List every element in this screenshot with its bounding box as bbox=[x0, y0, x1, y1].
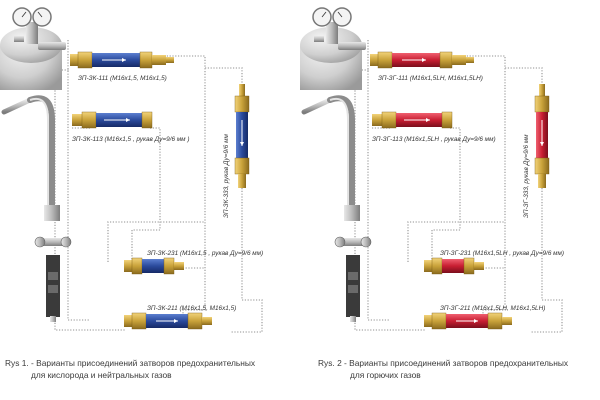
figure-2-fuel-gas: ЗП-ЗГ-111 (М16х1,5LH, М16х1,5LH) ЗП-ЗГ-1… bbox=[300, 0, 600, 345]
caption-line-2: для горючих газов bbox=[350, 370, 421, 380]
welding-torch bbox=[301, 95, 372, 322]
caption-line-1: Rys. 2 - Варианты присоединений затворов… bbox=[318, 358, 569, 368]
figure-2-diagram: ЗП-ЗГ-111 (М16х1,5LH, М16х1,5LH) ЗП-ЗГ-1… bbox=[300, 7, 564, 333]
flashback-arrestor-113 bbox=[72, 111, 153, 129]
label-valve-211: ЗП-ЗГ-211 (М16х1,5LH, М16х1,5LH) bbox=[440, 305, 545, 312]
caption-line-2: для кислорода и нейтральных газов bbox=[31, 370, 172, 380]
label-valve-111: ЗП-ЗК-111 (М16х1,5, М16х1,5) bbox=[78, 75, 167, 82]
valve-knob-icon bbox=[34, 236, 46, 248]
figure-1-oxygen: ЗП-ЗК-111 (М16х1,5, М16х1,5) ЗП-ЗК-113 (… bbox=[0, 0, 300, 345]
label-valve-211: ЗП-ЗК-211 (М16х1,5, М16х1,5) bbox=[147, 305, 236, 312]
valve-knob-icon bbox=[60, 236, 72, 248]
figure-2-caption: Rys. 2 - Варианты присоединений затворов… bbox=[318, 357, 598, 381]
flashback-arrestor-111 bbox=[70, 51, 174, 69]
pressure-regulator bbox=[12, 7, 66, 50]
flashback-arrestor-211 bbox=[424, 312, 512, 330]
flashback-arrestor-211 bbox=[124, 312, 212, 330]
flashback-arrestor-113 bbox=[372, 111, 453, 129]
flashback-arrestor-333 bbox=[534, 84, 550, 188]
pressure-regulator bbox=[312, 7, 366, 50]
valve-knob-icon bbox=[334, 236, 346, 248]
flashback-arrestor-333 bbox=[234, 84, 250, 188]
hose-lines bbox=[45, 40, 263, 333]
figure-1-diagram: ЗП-ЗК-111 (М16х1,5, М16х1,5) ЗП-ЗК-113 (… bbox=[0, 7, 263, 333]
caption-line-1: Rys 1. - Варианты присоединений затворов… bbox=[5, 358, 256, 368]
label-valve-231: ЗП-ЗГ-231 (М16х1,5LH , рукав Ду=9/6 мм) bbox=[440, 250, 564, 257]
label-valve-333: ЗП-ЗК-333, рукав Ду=9/6 мм bbox=[223, 134, 230, 218]
label-valve-113: ЗП-ЗК-113 (М16х1,5 , рукав Ду=9/6 мм ) bbox=[72, 136, 189, 143]
flashback-arrestor-111 bbox=[370, 51, 474, 69]
flashback-arrestor-231 bbox=[424, 257, 484, 275]
label-valve-111: ЗП-ЗГ-111 (М16х1,5LH, М16х1,5LH) bbox=[378, 75, 483, 82]
flashback-arrestor-231 bbox=[124, 257, 184, 275]
valve-knob-icon bbox=[360, 236, 372, 248]
figure-1-caption: Rys 1. - Варианты присоединений затворов… bbox=[5, 357, 295, 381]
label-valve-333: ЗП-ЗГ-333, рукав Ду=9/6 мм bbox=[523, 134, 530, 218]
hose-lines bbox=[345, 40, 563, 333]
label-valve-113: ЗП-ЗГ-113 (М16х1,5LH , рукав Ду=9/6 мм) bbox=[372, 136, 496, 143]
label-valve-231: ЗП-ЗК-231 (М16х1,5 , рукав Ду=9/6 мм) bbox=[147, 250, 263, 257]
welding-torch bbox=[1, 95, 72, 322]
